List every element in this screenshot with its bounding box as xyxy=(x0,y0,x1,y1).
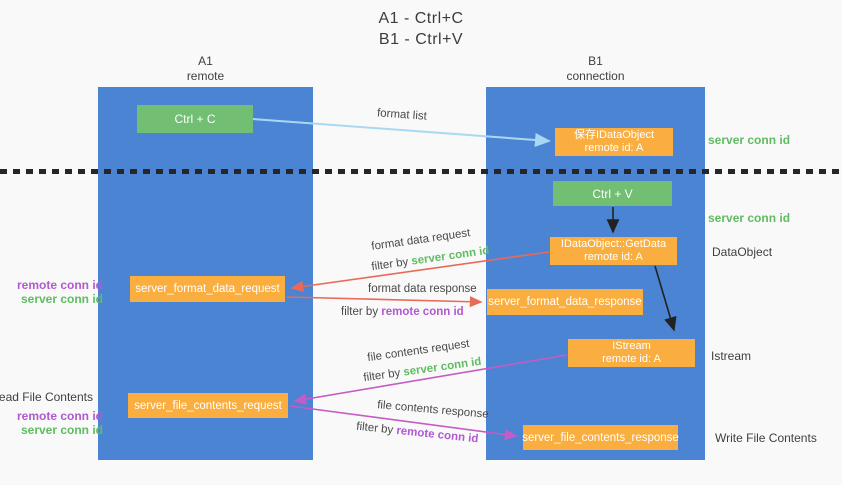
title-line-1: A1 - Ctrl+C xyxy=(378,10,464,27)
diagram-title: A1 - Ctrl+C B1 - Ctrl+V xyxy=(0,8,842,50)
label-left-conn-ids-1: remote conn id server conn id xyxy=(17,278,103,306)
label-dataobject: DataObject xyxy=(712,245,773,259)
label-server-conn-id-mid: server conn id xyxy=(708,211,791,225)
server-file-contents-request-label: server_file_contents_request xyxy=(134,399,282,412)
arrow-format-data-response xyxy=(286,296,483,308)
filter-key-remote-conn-id-2: remote conn id xyxy=(395,424,479,446)
filter-by-prefix-3: filter by xyxy=(362,366,405,385)
label-left-conn-ids-2: remote conn id server conn id xyxy=(17,409,103,437)
lifeline-a1-name: remote xyxy=(186,69,225,83)
ctrl-v-label: Ctrl + V xyxy=(592,186,633,201)
label-file-contents-response: file contents response xyxy=(376,399,490,421)
lifeline-b1-id: B1 xyxy=(588,54,603,68)
getdata-line2: remote id: A xyxy=(584,251,643,263)
lifeline-header-b1: B1 connection xyxy=(486,54,705,84)
title-line-2: B1 - Ctrl+V xyxy=(378,31,464,48)
save-idataobject-line2: remote id: A xyxy=(584,142,644,154)
node-server-format-data-request: server_format_data_request xyxy=(130,276,285,302)
label-read-file-contents: Read File Contents xyxy=(0,390,93,404)
label-remote-conn-id-2: remote conn id xyxy=(16,409,103,423)
lifeline-b1-name: connection xyxy=(566,69,625,83)
server-format-data-response-label: server_format_data_response xyxy=(488,296,642,308)
lifeline-header-a1: A1 remote xyxy=(98,54,313,84)
filter-by-prefix-2: filter by xyxy=(341,306,382,318)
label-server-conn-id-1: server conn id xyxy=(20,292,103,306)
node-server-format-data-response: server_format_data_response xyxy=(487,289,643,315)
node-server-file-contents-response: server_file_contents_response xyxy=(522,425,679,450)
label-server-conn-id-2: server conn id xyxy=(20,423,103,437)
ctrl-c-label: Ctrl + C xyxy=(174,112,216,126)
filter-key-server-conn-id-2: server conn id xyxy=(402,355,483,379)
server-file-contents-response-label: server_file_contents_response xyxy=(522,431,679,444)
label-write-file-contents: Write File Contents xyxy=(715,431,817,445)
getdata-line1: IDataObject::GetData xyxy=(560,238,667,250)
filter-key-remote-conn-id-1: remote conn id xyxy=(381,306,464,318)
label-filter-by-remote-conn-id-1: filter by remote conn id xyxy=(341,306,464,318)
lifeline-a1-id: A1 xyxy=(198,54,213,68)
istream-line2: remote id: A xyxy=(602,353,661,365)
label-format-data-response: format data response xyxy=(368,283,477,295)
label-server-conn-id-top: server conn id xyxy=(708,133,791,147)
filter-key-server-conn-id-1: server conn id xyxy=(410,244,491,268)
dotted-separator-line xyxy=(0,169,842,174)
filter-by-prefix-4: filter by xyxy=(355,420,398,437)
node-idataobject-getdata: IDataObject::GetData remote id: A xyxy=(550,237,677,265)
node-istream: IStream remote id: A xyxy=(568,339,695,367)
node-save-idataobject: 保存IDataObject remote id: A xyxy=(555,128,673,156)
label-format-list: format list xyxy=(376,107,428,123)
istream-line1: IStream xyxy=(612,340,651,352)
filter-by-prefix-1: filter by xyxy=(370,255,413,274)
server-format-data-request-label: server_format_data_request xyxy=(135,283,280,295)
node-server-file-contents-request: server_file_contents_request xyxy=(128,393,288,418)
label-istream: Istream xyxy=(711,349,752,363)
node-ctrl-c: Ctrl + C xyxy=(137,105,253,133)
label-filter-by-remote-conn-id-2: filter by remote conn id xyxy=(356,421,479,446)
save-idataobject-line1: 保存IDataObject xyxy=(573,129,655,141)
label-remote-conn-id-1: remote conn id xyxy=(16,278,103,292)
node-ctrl-v: Ctrl + V xyxy=(553,181,672,206)
